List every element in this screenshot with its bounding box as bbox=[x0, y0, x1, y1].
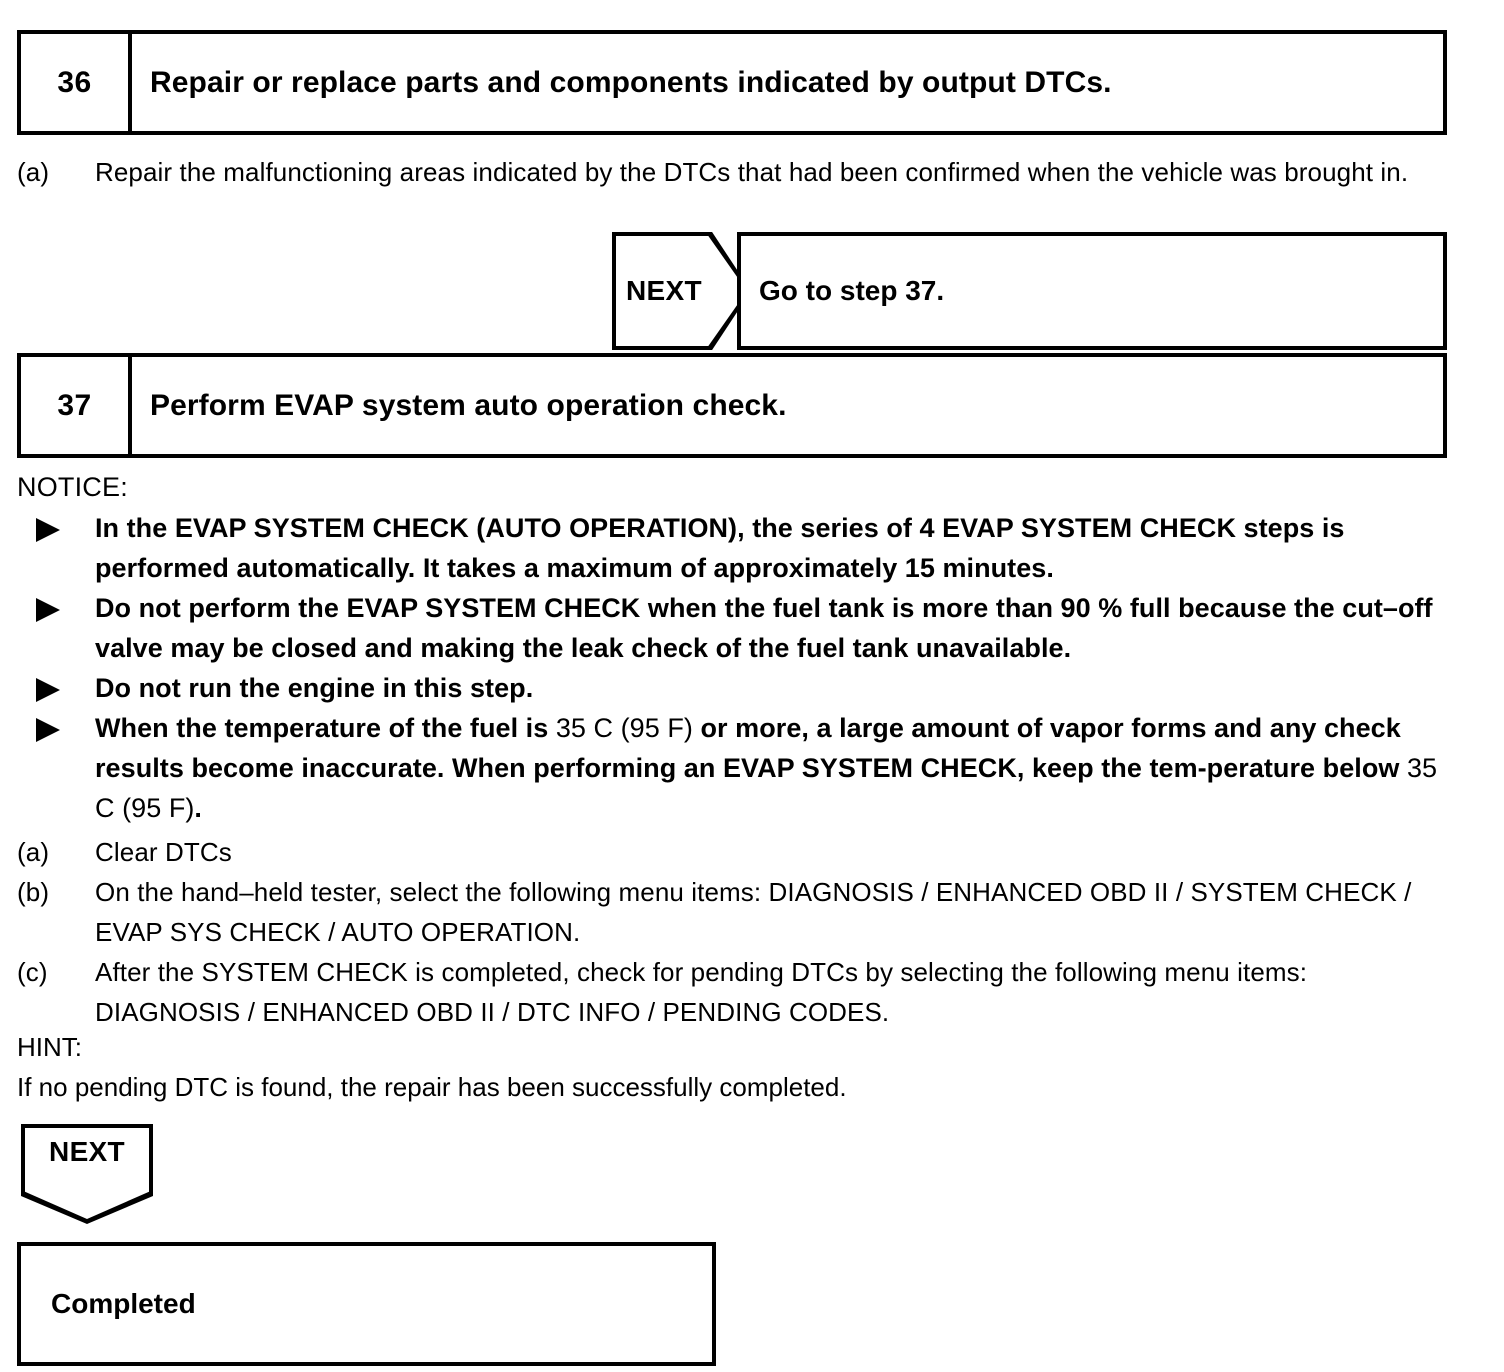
procedure-item-label: (a) bbox=[17, 837, 50, 867]
next-badge-label: NEXT bbox=[626, 275, 702, 306]
triangle-bullet-icon bbox=[17, 668, 95, 703]
notice-item-text: Do not perform the EVAP SYSTEM CHECK whe… bbox=[95, 593, 1433, 663]
hint-text: If no pending DTC is found, the repair h… bbox=[17, 1072, 847, 1102]
notice-item-text: Do not run the engine in this step. bbox=[95, 673, 534, 703]
notice-list: In the EVAP SYSTEM CHECK (AUTO OPERATION… bbox=[17, 508, 1453, 828]
goto-step-37-box: Go to step 37. bbox=[737, 232, 1447, 350]
step-36-item-a-label: (a) bbox=[17, 157, 50, 187]
next-arrow-badge: NEXT bbox=[612, 232, 751, 350]
step-37-title: Perform EVAP system auto operation check… bbox=[150, 388, 787, 422]
procedure-item-text: Clear DTCs bbox=[95, 837, 232, 867]
goto-step-37-text: Go to step 37. bbox=[759, 275, 945, 306]
procedure-item: (c) After the SYSTEM CHECK is completed,… bbox=[17, 952, 1453, 1032]
notice-text-segment: . bbox=[194, 793, 202, 823]
step-36-number: 36 bbox=[21, 34, 132, 131]
triangle-bullet-icon bbox=[17, 588, 95, 623]
step-37-header-box: 37 Perform EVAP system auto operation ch… bbox=[17, 353, 1447, 458]
notice-temperature-value: 35 C (95 F) bbox=[95, 753, 1438, 823]
notice-heading: NOTICE: bbox=[17, 472, 128, 502]
notice-item: Do not perform the EVAP SYSTEM CHECK whe… bbox=[17, 588, 1453, 668]
procedure-list: (a) Clear DTCs (b) On the hand–held test… bbox=[17, 832, 1453, 1032]
notice-text-segment: or more, a large amount of vapor forms a… bbox=[95, 713, 1407, 783]
procedure-item-text: On the hand–held tester, select the foll… bbox=[95, 877, 1412, 947]
triangle-bullet-icon bbox=[17, 708, 95, 743]
step-36-title: Repair or replace parts and components i… bbox=[150, 65, 1112, 99]
completed-label: Completed bbox=[51, 1288, 196, 1319]
procedure-item: (a) Clear DTCs bbox=[17, 832, 1453, 872]
hint-heading: HINT: bbox=[17, 1032, 82, 1062]
step-36-item-a: (a) Repair the malfunctioning areas indi… bbox=[17, 152, 1449, 192]
completed-box: Completed bbox=[17, 1242, 716, 1366]
notice-item: In the EVAP SYSTEM CHECK (AUTO OPERATION… bbox=[17, 508, 1453, 588]
notice-item-text: When the temperature of the fuel is 35 C… bbox=[95, 708, 1453, 828]
step-36-header-box: 36 Repair or replace parts and component… bbox=[17, 30, 1447, 135]
next-down-badge-label: NEXT bbox=[49, 1136, 125, 1167]
procedure-item-label: (c) bbox=[17, 957, 48, 987]
procedure-item-text: After the SYSTEM CHECK is completed, che… bbox=[95, 957, 1308, 1027]
procedure-item-label: (b) bbox=[17, 877, 50, 907]
notice-item: When the temperature of the fuel is 35 C… bbox=[17, 708, 1453, 828]
notice-temperature-value: 35 C (95 F) bbox=[555, 713, 693, 743]
notice-item: Do not run the engine in this step. bbox=[17, 668, 1453, 708]
procedure-item: (b) On the hand–held tester, select the … bbox=[17, 872, 1453, 952]
step-37-number: 37 bbox=[21, 357, 132, 454]
next-down-arrow-badge: NEXT bbox=[21, 1124, 153, 1224]
notice-text-segment: When the temperature of the fuel is bbox=[95, 713, 556, 743]
notice-item-text: In the EVAP SYSTEM CHECK (AUTO OPERATION… bbox=[95, 513, 1345, 583]
step-36-item-a-text: Repair the malfunctioning areas indicate… bbox=[95, 157, 1409, 187]
triangle-bullet-icon bbox=[17, 508, 95, 543]
